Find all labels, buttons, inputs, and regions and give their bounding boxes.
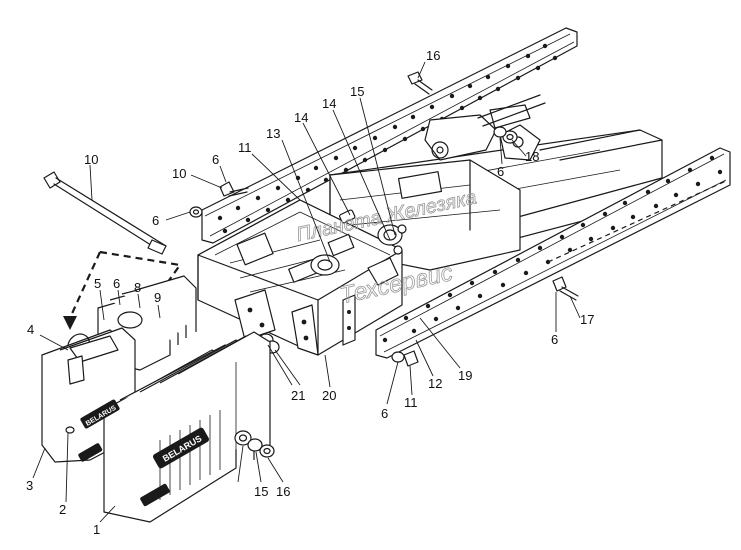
callout-10-left: 10	[172, 166, 186, 181]
callout-3: 3	[26, 478, 33, 493]
callout-1: 1	[93, 522, 100, 537]
callout-17: 18	[525, 149, 539, 164]
hitch-pin-assembly	[310, 209, 407, 286]
callout-20: 21	[291, 388, 305, 403]
lower-rail-bolt-holes	[382, 155, 723, 343]
upper-rail-bolt-holes	[217, 43, 558, 234]
callout-13: 14	[294, 110, 308, 125]
callout-19: 20	[322, 388, 336, 403]
upper-side-rail	[201, 27, 578, 244]
callout-14-top: 14	[322, 96, 336, 111]
lower-side-rail	[375, 147, 731, 359]
callout-12: 13	[266, 126, 280, 141]
callout-16-top: 16	[426, 48, 440, 63]
callout-2: 2	[59, 502, 66, 517]
callout-6-nut: 6	[497, 164, 504, 179]
callout-9: 10	[84, 152, 98, 167]
callout-15-top: 15	[350, 84, 364, 99]
callout-6-bottom: 6	[381, 406, 388, 421]
ballast-weights: BELARUS BELARUS	[41, 275, 275, 523]
callout-14-bottom: 15	[254, 484, 268, 499]
pivot-bracket	[424, 94, 546, 161]
callout-6-upper: 6	[212, 152, 219, 167]
callout-16-right: 17	[580, 312, 594, 327]
callout-4: 4	[27, 322, 34, 337]
bolt-16-top	[407, 71, 433, 95]
callout-11-bottom: 12	[428, 376, 442, 391]
callout-18: 19	[458, 368, 472, 383]
leader-lines	[32, 61, 581, 523]
bolt-16-right	[552, 276, 579, 301]
callout-10-bottom: 11	[404, 395, 418, 410]
callout-6-left: 6	[152, 213, 159, 228]
callout-6-weights: 6	[113, 276, 120, 291]
callout-15-bottom: 16	[276, 484, 290, 499]
callout-11-top: 11	[238, 140, 252, 155]
callout-6-right: 6	[551, 332, 558, 347]
main-frame	[197, 94, 663, 356]
callout-5: 5	[94, 276, 101, 291]
long-tie-bolt	[43, 171, 167, 255]
callout-8: 9	[154, 290, 161, 305]
callout-7: 8	[134, 280, 141, 295]
callout-labels: 10 16 15 14 14 13 11 6 10 6 18 6 17 6 19…	[26, 48, 594, 537]
